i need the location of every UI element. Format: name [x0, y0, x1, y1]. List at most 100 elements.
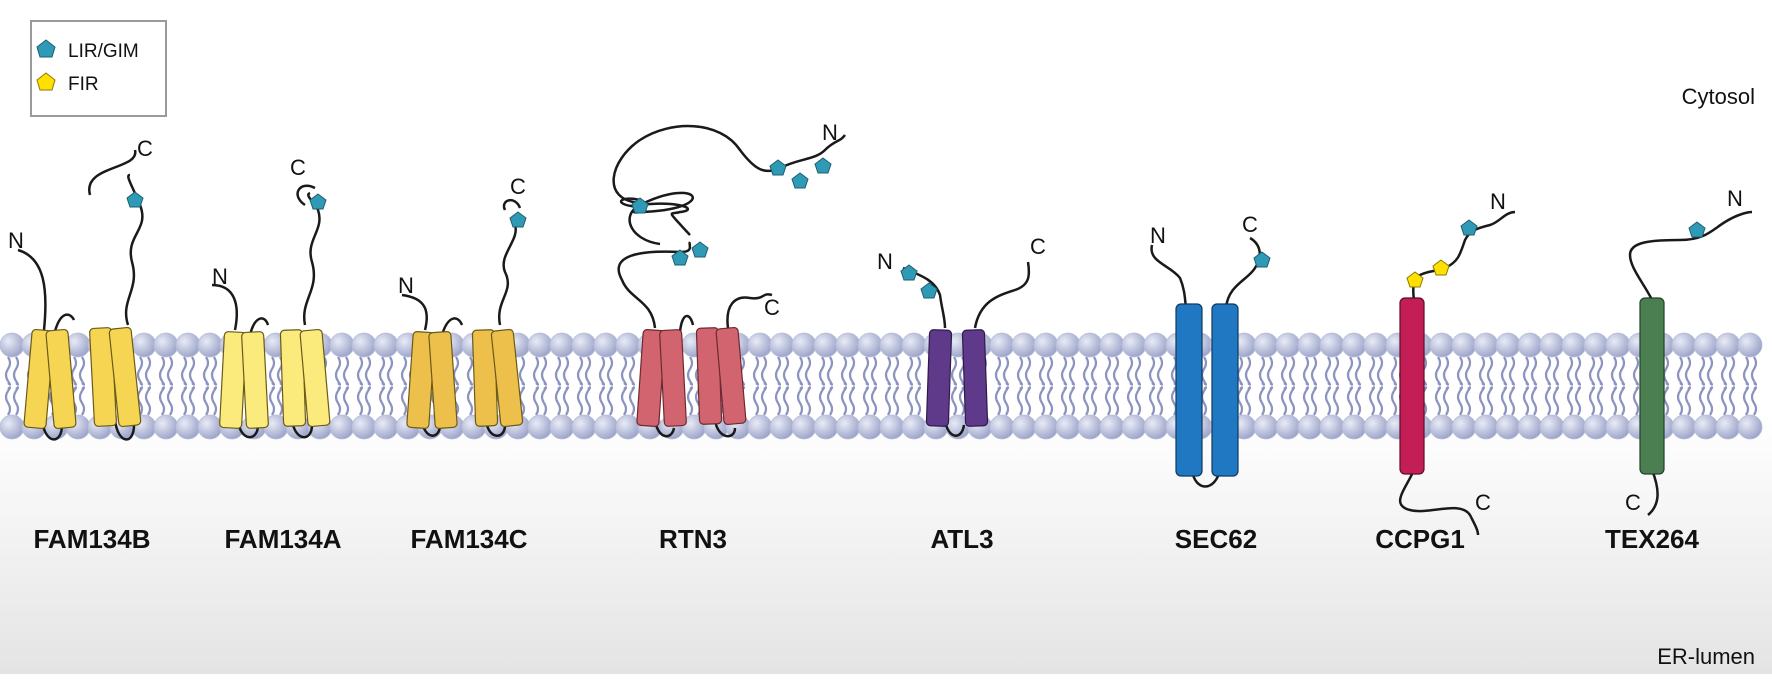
lipid-tail — [1346, 356, 1354, 386]
lipid-tail — [1354, 356, 1362, 386]
lipid-head — [1473, 414, 1499, 440]
lipid-tail — [1280, 356, 1288, 386]
lipid-tail — [12, 356, 20, 386]
lipid-tail — [1508, 356, 1516, 386]
lipid-tail — [1588, 356, 1596, 386]
tex264-helix — [1639, 297, 1665, 475]
fam134c-c-label: C — [510, 174, 526, 199]
lipid-tail — [1354, 386, 1362, 416]
lipid-tail — [598, 386, 606, 416]
lipid-tail — [958, 386, 966, 416]
rtn3-n-tail — [617, 241, 692, 329]
lipid-tail — [1288, 356, 1296, 386]
lir-motif-icon — [1253, 251, 1271, 268]
protein-name-labels: FAM134B FAM134A FAM134C RTN3 ATL3 SEC62 … — [33, 524, 1699, 554]
lir-motif-icon — [920, 282, 938, 299]
lipid-tail — [562, 386, 570, 416]
lipid-tail — [1508, 386, 1516, 416]
lipid-tail — [1456, 386, 1464, 416]
lipid-head — [175, 414, 201, 440]
lipid-head — [857, 332, 883, 358]
lipid-tail — [166, 386, 174, 416]
lipid-tail — [342, 356, 350, 386]
fam134a-n-tail — [211, 283, 239, 331]
lipid-tail — [840, 386, 848, 416]
lipid-tail — [1082, 386, 1090, 416]
lipid-tail — [576, 386, 584, 416]
lipid-head — [1033, 332, 1059, 358]
lipid-tail — [400, 386, 408, 416]
lipid-tail — [870, 356, 878, 386]
lipid-tail — [268, 356, 276, 386]
protein-layer — [17, 124, 1753, 536]
lipid-tail — [1610, 356, 1618, 386]
lipid-head — [593, 414, 619, 440]
lipid-tail — [378, 386, 386, 416]
lir-motif-icon — [900, 264, 918, 281]
lir-motif-icon — [36, 39, 56, 58]
lipid-tail — [1618, 356, 1626, 386]
lipid-head — [373, 332, 399, 358]
protein-label-fam134a: FAM134A — [224, 524, 341, 554]
lipid-head — [1539, 414, 1565, 440]
lipid-tail — [1742, 386, 1750, 416]
lipid-head — [1473, 332, 1499, 358]
lipid-tail — [1390, 386, 1398, 416]
fam134b-c-tail — [124, 173, 144, 326]
fam134c-n-tail — [401, 293, 428, 331]
lipid-tail — [400, 356, 408, 386]
lipid-head — [351, 332, 377, 358]
lipid-head — [1671, 332, 1697, 358]
lipid-tail — [892, 356, 900, 386]
sec62-helix — [1175, 303, 1203, 477]
lipid-tail — [1728, 386, 1736, 416]
ccpg1-c-tail — [1398, 469, 1480, 536]
protein-label-tex264: TEX264 — [1605, 524, 1699, 554]
lipid-head — [1099, 332, 1125, 358]
protein-tex264 — [1628, 210, 1753, 516]
lipid-tail — [1038, 356, 1046, 386]
lipid-tail — [158, 356, 166, 386]
lipid-tail — [994, 386, 1002, 416]
fam134c-c-tail — [497, 224, 517, 326]
lipid-head — [813, 332, 839, 358]
lipid-tail — [1156, 386, 1164, 416]
lipid-tail — [1544, 356, 1552, 386]
lipid-tail — [1068, 356, 1076, 386]
lipid-tail — [1750, 386, 1758, 416]
rtn3-helix — [659, 329, 687, 427]
cytosol-label: Cytosol — [1682, 84, 1755, 109]
lipid-tail — [12, 386, 20, 416]
lipid-head — [1077, 332, 1103, 358]
lipid-tail — [1720, 356, 1728, 386]
lipid-tail — [914, 386, 922, 416]
lipid-head — [329, 414, 355, 440]
lipid-head — [1253, 414, 1279, 440]
lipid-tail — [1148, 356, 1156, 386]
lipid-tail — [994, 356, 1002, 386]
lipid-tail — [1676, 386, 1684, 416]
lipid-head — [1363, 414, 1389, 440]
lipid-tail — [1024, 356, 1032, 386]
lipid-tail — [752, 356, 760, 386]
lipid-head — [1077, 414, 1103, 440]
lipid-tail — [1082, 356, 1090, 386]
lipid-head — [1583, 332, 1609, 358]
tex264-c-label: C — [1625, 490, 1641, 515]
lipid-tail — [1258, 386, 1266, 416]
lipid-head — [1693, 332, 1719, 358]
lipid-tail — [554, 386, 562, 416]
lipid-tail — [386, 356, 394, 386]
lipid-tail — [268, 386, 276, 416]
lipid-tail — [1280, 386, 1288, 416]
lipid-head — [989, 414, 1015, 440]
lipid-tail — [1002, 356, 1010, 386]
lipid-tail — [532, 386, 540, 416]
fam134a-c-label: C — [290, 155, 306, 180]
lipid-head — [1341, 414, 1367, 440]
lipid-tail — [540, 356, 548, 386]
lipid-head — [1121, 332, 1147, 358]
protein-label-fam134b: FAM134B — [33, 524, 150, 554]
sec62-c-tail — [1224, 236, 1261, 309]
lipid-tail — [620, 356, 628, 386]
